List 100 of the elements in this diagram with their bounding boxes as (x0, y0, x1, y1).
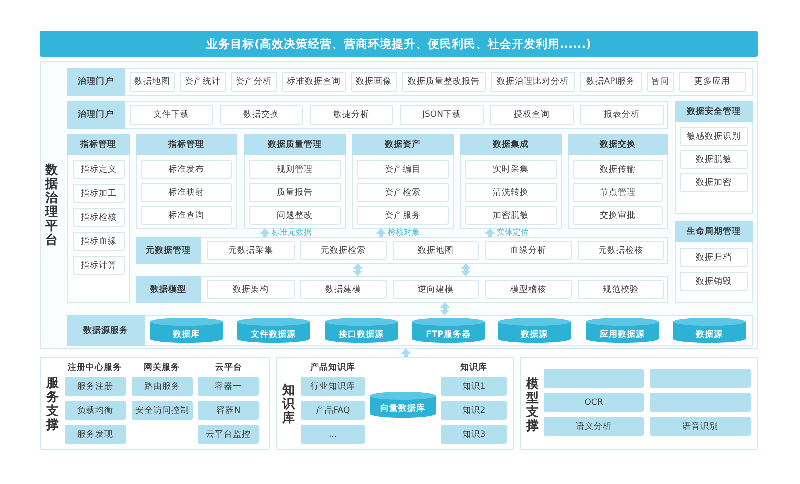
section-panel (276, 357, 514, 450)
row-header: 治理门户 (67, 101, 125, 129)
row-header: 元数据管理 (136, 237, 201, 264)
function-tile: 标准查询 (141, 206, 232, 225)
row-header: 治理门户 (67, 68, 125, 96)
function-tile: 数据交换 (220, 105, 303, 125)
card-header: 指标管理 (67, 134, 130, 155)
vertical-title: 服务支撑 (46, 376, 60, 432)
service-tile: 容器N (198, 401, 259, 420)
module-card (675, 101, 753, 214)
function-tile: 资产检索 (357, 183, 449, 202)
function-tile: 逆向建模 (393, 280, 479, 299)
function-tile: 规则管理 (249, 160, 341, 179)
function-tile: 规范校验 (578, 280, 664, 299)
layer-row (67, 315, 753, 346)
function-tile: 指标加工 (73, 184, 125, 203)
model-tile (650, 369, 751, 388)
function-tile: 指标血缘 (73, 232, 125, 251)
edge-label: 实体定位 (496, 229, 530, 237)
function-tile: 数据地图 (130, 72, 175, 92)
function-tile: 模型稽核 (485, 280, 572, 299)
function-tile: 数据建模 (300, 280, 387, 299)
arrow (376, 228, 386, 237)
function-tile: 更多应用 (679, 72, 746, 92)
platform-panel (40, 61, 758, 349)
arrow (440, 302, 450, 316)
module-card (568, 134, 668, 229)
group-heading: 知识库 (460, 362, 488, 374)
group-heading: 产品知识库 (310, 362, 356, 374)
layer-row (67, 68, 753, 96)
model-tile: 语音识别 (650, 417, 751, 436)
vertical-title: 知识库 (282, 383, 296, 425)
arrow (260, 228, 270, 237)
card-header: 指标管理 (136, 134, 237, 155)
function-tile: 血缘分析 (485, 241, 572, 260)
function-tile: 交换审批 (573, 206, 663, 225)
function-tile: 数据API服务 (580, 72, 642, 92)
knowledge-tile: 知识2 (441, 401, 507, 420)
arrow (353, 263, 363, 277)
module-card (352, 134, 454, 229)
group-heading: 云平台 (216, 362, 242, 374)
arrow (401, 348, 411, 357)
module-card (675, 221, 753, 303)
group-heading: 网关服务 (144, 362, 180, 374)
edge-label: 标准元数据 (271, 229, 313, 237)
function-tile: 标准映射 (141, 183, 232, 202)
arrow (461, 263, 471, 277)
function-tile: 资产分析 (231, 72, 277, 92)
service-tile: 服务注册 (65, 377, 126, 396)
card-header: 数据资产 (352, 134, 454, 155)
knowledge-tile: 知识3 (441, 425, 507, 444)
knowledge-tile: 行业知识库 (301, 377, 365, 396)
function-tile: 资产编目 (357, 160, 449, 179)
function-tile: 资产服务 (357, 206, 449, 225)
function-tile: JSON下载 (400, 105, 484, 125)
function-tile: 指标计算 (73, 256, 125, 275)
row-header: 数据源服务 (67, 315, 145, 346)
card-header: 生命周期管理 (675, 221, 753, 242)
function-tile: 数据归档 (680, 248, 748, 267)
function-tile: 文件下载 (130, 105, 213, 125)
card-header: 数据交换 (568, 134, 668, 155)
function-tile: 标准发布 (141, 160, 232, 179)
model-tile (650, 393, 751, 412)
layer-row (67, 101, 668, 129)
service-tile: 路由服务 (132, 377, 193, 396)
service-tile: 负载均衡 (65, 401, 126, 420)
module-card (460, 134, 562, 229)
function-tile: 清洗转换 (465, 183, 557, 202)
module-card (244, 134, 346, 229)
function-tile: 指标定义 (73, 160, 125, 179)
service-tile: 服务发现 (65, 425, 126, 444)
card-header: 数据质量管理 (244, 134, 346, 155)
function-tile: 敏感数据识别 (680, 127, 748, 146)
group-heading: 注册中心服务 (68, 362, 122, 374)
row-header: 数据模型 (136, 276, 201, 303)
model-tile: OCR (544, 393, 644, 412)
function-tile: 敏捷分析 (310, 105, 393, 125)
function-tile: 标准数据查询 (282, 72, 346, 92)
function-tile: 资产统计 (180, 72, 226, 92)
function-tile: 数据脱敏 (680, 150, 748, 169)
function-tile: 报表分析 (580, 105, 664, 125)
function-tile: 智问 (647, 72, 674, 92)
model-tile: 语义分析 (544, 417, 644, 436)
knowledge-tile: 知识1 (441, 377, 507, 396)
card-header: 数据安全管理 (675, 101, 753, 122)
layer-row (136, 237, 668, 264)
module-card (67, 134, 130, 303)
service-tile: 云平台监控 (198, 425, 259, 444)
function-tile: 数据画像 (351, 72, 397, 92)
function-tile: 实时采集 (465, 160, 557, 179)
knowledge-tile: ... (301, 425, 365, 444)
function-tile: 指标检核 (73, 208, 125, 227)
function-tile: 数据加密 (680, 173, 748, 192)
function-tile: 数据传输 (573, 160, 663, 179)
goal-banner: 业务目标(高效决策经营、营商环境提升、便民利民、社会开发利用......) (40, 31, 758, 57)
function-tile: 数据地图 (393, 241, 479, 260)
layer-row (136, 276, 668, 303)
knowledge-tile: 产品FAQ (301, 401, 365, 420)
function-tile: 质量报告 (249, 183, 341, 202)
function-tile: 数据质量整改报告 (402, 72, 486, 92)
